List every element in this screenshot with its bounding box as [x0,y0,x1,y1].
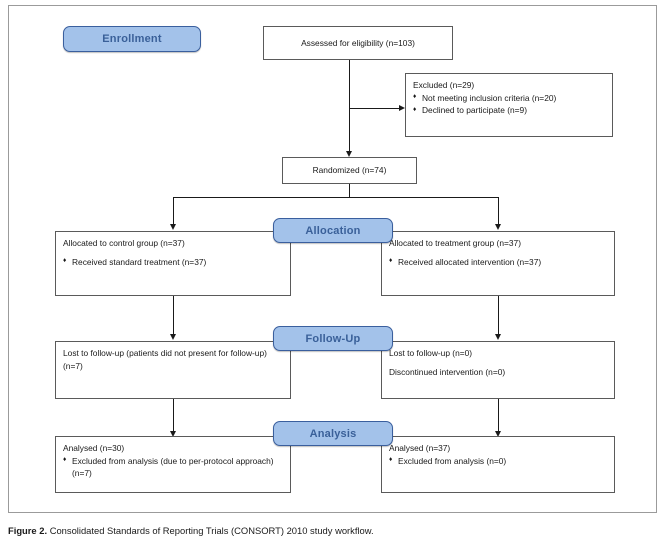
stage-badge-analysis: Analysis [273,421,393,446]
connector-treatment-to-followup [498,296,499,334]
followup-right-line1: Lost to follow-up (n=0) [389,348,473,358]
connector-allocation-split [173,197,498,198]
box-followup-treatment: Lost to follow-up (n=0) Discontinued int… [381,341,615,399]
box-assessed-for-eligibility: Assessed for eligibility (n=103) [263,26,453,60]
stage-label-allocation: Allocation [305,224,361,237]
box-analysis-control: Analysed (n=30) Excluded from analysis (… [55,436,291,493]
connector-followup-to-analysis-right [498,399,499,431]
arrowhead-allocation-right [495,224,501,230]
arrowhead-analysis-left [170,431,176,437]
arrowhead-control-to-followup [170,334,176,340]
allocation-left-title: Allocated to control group (n=37) [63,238,185,248]
box-followup-control: Lost to follow-up (patients did not pres… [55,341,291,399]
stage-badge-allocation: Allocation [273,218,393,243]
randomized-text: Randomized (n=74) [312,165,387,176]
stage-label-enrollment: Enrollment [102,33,162,45]
followup-right-line2: Discontinued intervention (n=0) [389,366,506,377]
allocation-right-item: Received allocated intervention (n=37) [389,255,607,269]
caption-label: Figure 2. [8,525,48,536]
box-analysis-treatment: Analysed (n=37) Excluded from analysis (… [381,436,615,493]
followup-left-text: Lost to follow-up (patients did not pres… [63,348,267,371]
connector-randomized-down [349,184,350,198]
excluded-item: Not meeting inclusion criteria (n=20) [413,91,605,105]
figure-caption: Figure 2. Consolidated Standards of Repo… [8,524,653,537]
stage-label-followup: Follow-Up [305,332,361,345]
analysis-left-title: Analysed (n=30) [63,443,125,453]
connector-allocation-left-down [173,197,174,224]
analysis-left-item: Excluded from analysis (due to per-proto… [63,454,283,480]
allocation-right-title: Allocated to treatment group (n=37) [389,238,521,248]
allocation-left-item: Received standard treatment (n=37) [63,255,283,269]
box-randomized: Randomized (n=74) [282,157,417,184]
arrowhead-analysis-right [495,431,501,437]
connector-control-to-followup [173,296,174,334]
arrowhead-assessed-to-randomized [346,151,352,157]
excluded-title: Excluded (n=29) [413,80,475,90]
connector-allocation-right-down [498,197,499,224]
box-excluded: Excluded (n=29) Not meeting inclusion cr… [405,73,613,137]
excluded-item: Declined to participate (n=9) [413,104,605,117]
arrowhead-treatment-to-followup [495,334,501,340]
analysis-right-item: Excluded from analysis (n=0) [389,454,607,468]
arrowhead-allocation-left [170,224,176,230]
arrowhead-to-excluded [399,105,405,111]
assessed-text: Assessed for eligibility (n=103) [301,37,415,48]
analysis-right-title: Analysed (n=37) [389,443,451,453]
box-allocated-treatment: Allocated to treatment group (n=37) Rece… [381,231,615,296]
box-allocated-control: Allocated to control group (n=37) Receiv… [55,231,291,296]
stage-label-analysis: Analysis [309,427,357,440]
figure-frame: Enrollment Assessed for eligibility (n=1… [8,5,657,513]
caption-text: Consolidated Standards of Reporting Tria… [49,525,374,536]
stage-badge-followup: Follow-Up [273,326,393,351]
connector-followup-to-analysis-left [173,399,174,431]
connector-to-excluded [349,108,399,109]
stage-badge-enrollment: Enrollment [63,26,201,52]
connector-assessed-to-randomized [349,60,350,151]
